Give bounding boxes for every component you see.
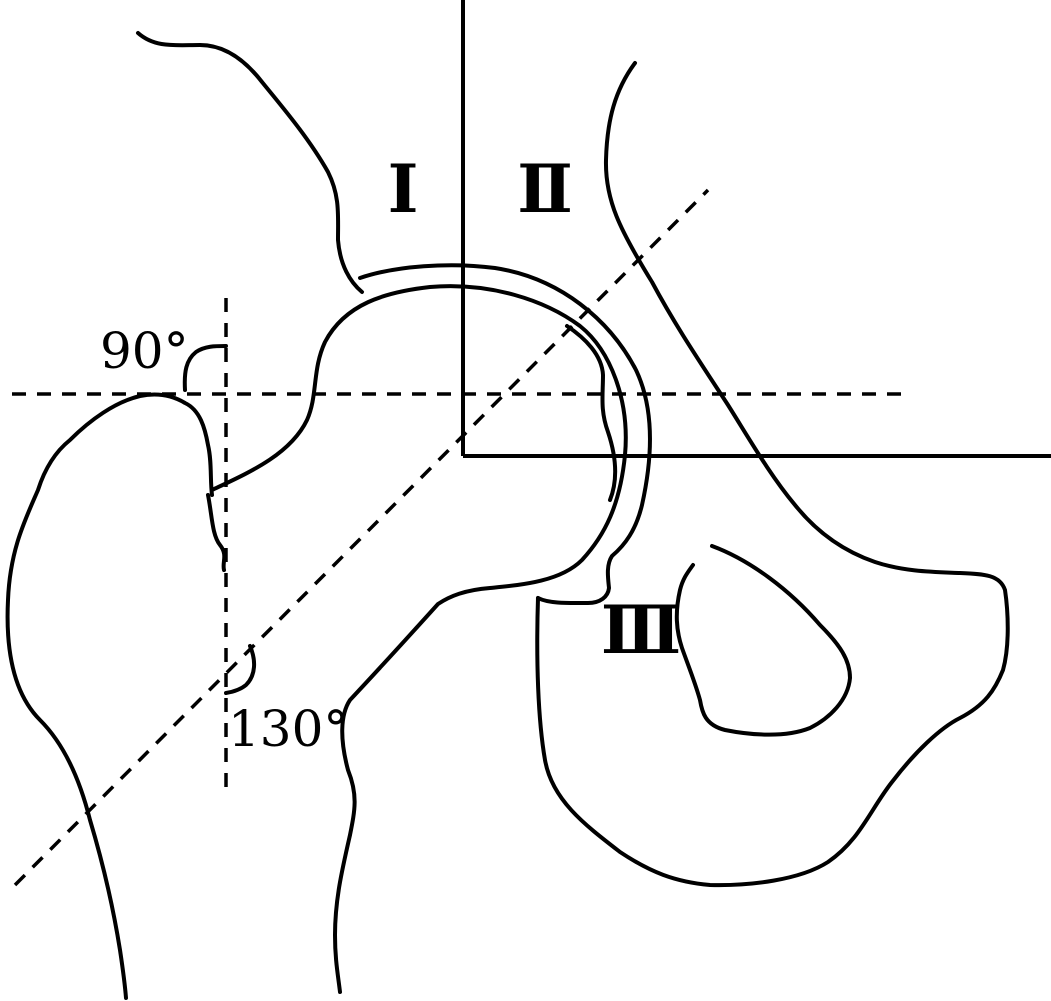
angle-90-arc [182,344,228,392]
trochanter-notch [206,493,227,572]
iliac-outline [136,31,364,294]
obturator-foramen-outline [674,544,852,737]
angle-90-label: 90° [100,322,189,380]
region-label-3: Ⅲ [601,595,681,668]
femoral-head-outline [210,284,628,994]
quadrant-axes [461,0,1051,458]
region-label-2: Ⅱ [517,154,573,227]
angle-130-arc [224,644,257,695]
acetabulum-outer-arc [358,263,652,606]
greater-trochanter-outline [5,392,214,1000]
region-label-1: Ⅰ [388,154,419,227]
acetabulum-inner-line [565,324,618,502]
neck-axis-dashed-line [13,188,710,887]
angle-130-label: 130° [228,700,348,758]
ischium-outline [535,61,1010,888]
